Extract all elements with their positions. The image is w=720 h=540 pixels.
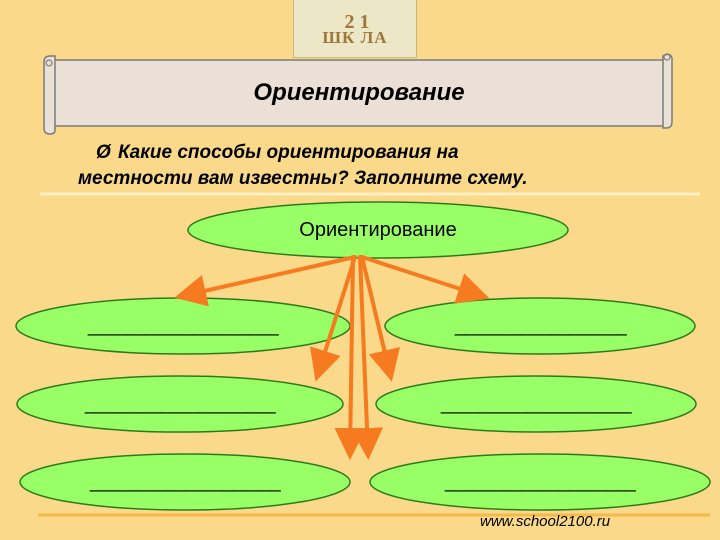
arrow-5 [334, 255, 367, 460]
blank-ellipse-2 [384, 297, 696, 355]
blank-field-5[interactable]: ____________________ [89, 471, 281, 492]
blank-ellipse-4 [375, 375, 697, 433]
center-node-label: Ориентирование [299, 218, 457, 241]
arrows [174, 255, 490, 460]
arrow-3 [309, 255, 357, 382]
arrow-1 [174, 255, 357, 307]
arrow-2 [360, 255, 490, 304]
question-line-1: Какие способы ориентирования на [118, 142, 459, 163]
logo-mark: 2 1 [344, 11, 370, 33]
center-ellipse [187, 201, 569, 259]
blank-ellipse-3 [16, 375, 344, 433]
question-line-2: местности вам известны? Заполните схему. [78, 168, 528, 189]
scroll-banner [43, 53, 673, 135]
task-question: Ø Какие способы ориентирования на местнос… [78, 140, 700, 192]
blank-ellipse-6 [369, 453, 711, 511]
blank-field-3[interactable]: ____________________ [84, 393, 276, 414]
blank-field-6[interactable]: ____________________ [444, 471, 636, 492]
school-logo: 2 1 ШК ЛА [293, 0, 417, 58]
blank-ellipse-5 [19, 453, 351, 511]
blank-field-4[interactable]: ____________________ [440, 393, 632, 414]
arrow-bullet-icon: Ø [96, 142, 111, 163]
arrow-4 [360, 255, 400, 382]
footer-website: www.school2100.ru [480, 513, 611, 530]
blank-field-1[interactable]: ____________________ [87, 315, 279, 336]
logo-text: ШК ЛА [322, 28, 388, 47]
arrow-6 [351, 255, 384, 460]
page-title: Ориентирование [253, 79, 465, 106]
blank-field-2[interactable]: __________________ [454, 315, 627, 336]
